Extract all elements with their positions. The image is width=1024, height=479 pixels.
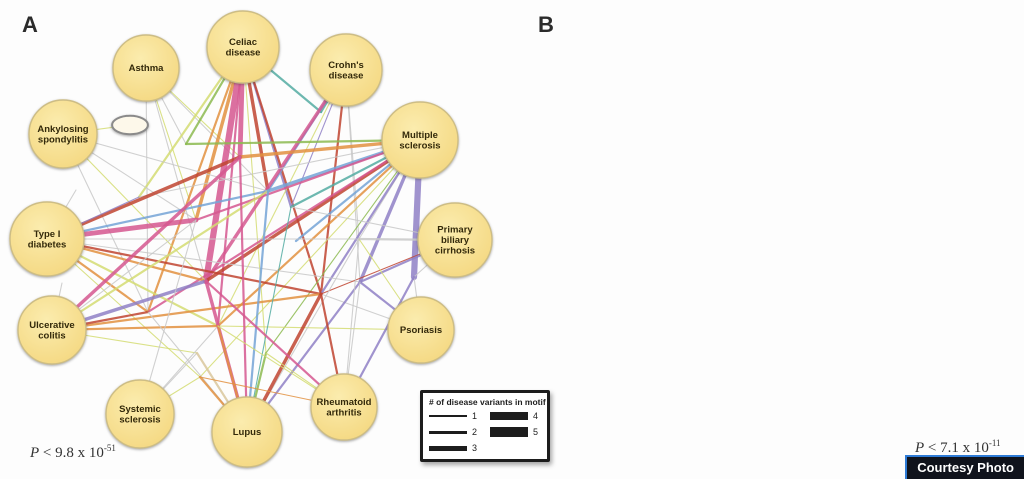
disease-circle (28, 99, 98, 169)
panel-a-letter: A (22, 12, 38, 37)
pvalue-body: < 9.8 x 10 (39, 445, 104, 461)
edge-celiac-disease--egr1 (146, 45, 245, 314)
pvalue-exponent: -11 (988, 438, 1001, 448)
edge-lupus--tcf3 (238, 155, 249, 434)
courtesy-photo-badge: Courtesy Photo (905, 455, 1024, 479)
edge-ulcerative-colitis--tcf3 (50, 155, 242, 332)
edge-lupus--stat1 (245, 189, 270, 434)
pvalue-symbol: P (30, 445, 40, 461)
gene-nodes-layer (111, 114, 149, 136)
edge-crohn-s-disease--pparg (204, 68, 348, 283)
legend-item-3: 3 (429, 443, 480, 453)
legend-line-sample (490, 412, 528, 420)
legend-item-4: 4 (490, 411, 541, 421)
edge-psoriasis--nfkb1 (217, 325, 422, 331)
edge-multiple-sclerosis--pou2f1 (194, 138, 422, 222)
edge-thickness-legend: # of disease variants in motif 1 2 3 4 (420, 390, 550, 462)
panel-b-pvalue: P < 7.1 x 10-11 (915, 438, 1001, 457)
edge-ankylosing-spondylitis--stat1 (62, 133, 269, 192)
disease-circle (309, 33, 383, 107)
pvalue-body: < 7.1 x 10 (924, 440, 989, 456)
edge-celiac-disease--nfkb1 (216, 45, 245, 328)
edge-multiple-sclerosis--nfkb1 (216, 138, 422, 328)
edge-crohn-s-disease--nfkb1 (217, 69, 347, 327)
disease-label: Asthma (129, 63, 165, 74)
pvalue-symbol: P (915, 440, 925, 456)
disease-circle (381, 101, 459, 179)
disease-node-asthma: Asthma (112, 34, 180, 102)
legend-item-2: 2 (429, 427, 480, 437)
edge-asthma--pparg (145, 67, 207, 282)
legend-line-sample (490, 427, 528, 437)
disease-circle (310, 373, 378, 441)
disease-circle (211, 396, 283, 468)
disease-circle (387, 296, 455, 364)
gene-ellipse (111, 114, 149, 136)
disease-node-psoriasis: Psoriasis (387, 296, 455, 364)
edge-multiple-sclerosis--ar (265, 139, 421, 354)
legend-item-1: 1 (429, 411, 480, 421)
gene-node-elf3 (111, 114, 149, 136)
edge-asthma--egr1 (145, 67, 149, 313)
disease-circle (105, 379, 175, 449)
edge-multiple-sclerosis--esr1 (138, 139, 421, 198)
legend-line-sample (429, 445, 467, 451)
legend-line-sample (429, 430, 467, 434)
disease-circle (417, 202, 493, 278)
edge-crohn-s-disease--hnf4a (319, 68, 348, 296)
disease-circle (17, 295, 87, 365)
edge-lupus--yy1 (246, 206, 292, 433)
disease-label: Psoriasis (400, 325, 442, 336)
edges-layer (44, 43, 457, 434)
edge-ulcerative-colitis--hnf4a (50, 292, 323, 332)
edge-ulcerative-colitis--stat1 (50, 189, 270, 332)
edge-type-i-diabetes--rest (46, 238, 361, 283)
disease-label: Lupus (233, 427, 262, 438)
panel-b-letter: B (538, 12, 554, 37)
legend-title: # of disease variants in motif (429, 397, 546, 407)
edge-multiple-sclerosis--mef2a (184, 138, 422, 146)
disease-node-lupus: Lupus (211, 396, 283, 468)
legend-line-sample (429, 415, 467, 417)
panel-a-pvalue: P < 9.8 x 10-51 (30, 443, 116, 462)
disease-circle (9, 201, 85, 277)
disease-circle (206, 10, 280, 84)
legend-item-5: 5 (490, 427, 541, 437)
pvalue-exponent: -51 (103, 443, 116, 453)
disease-circle (112, 34, 180, 102)
